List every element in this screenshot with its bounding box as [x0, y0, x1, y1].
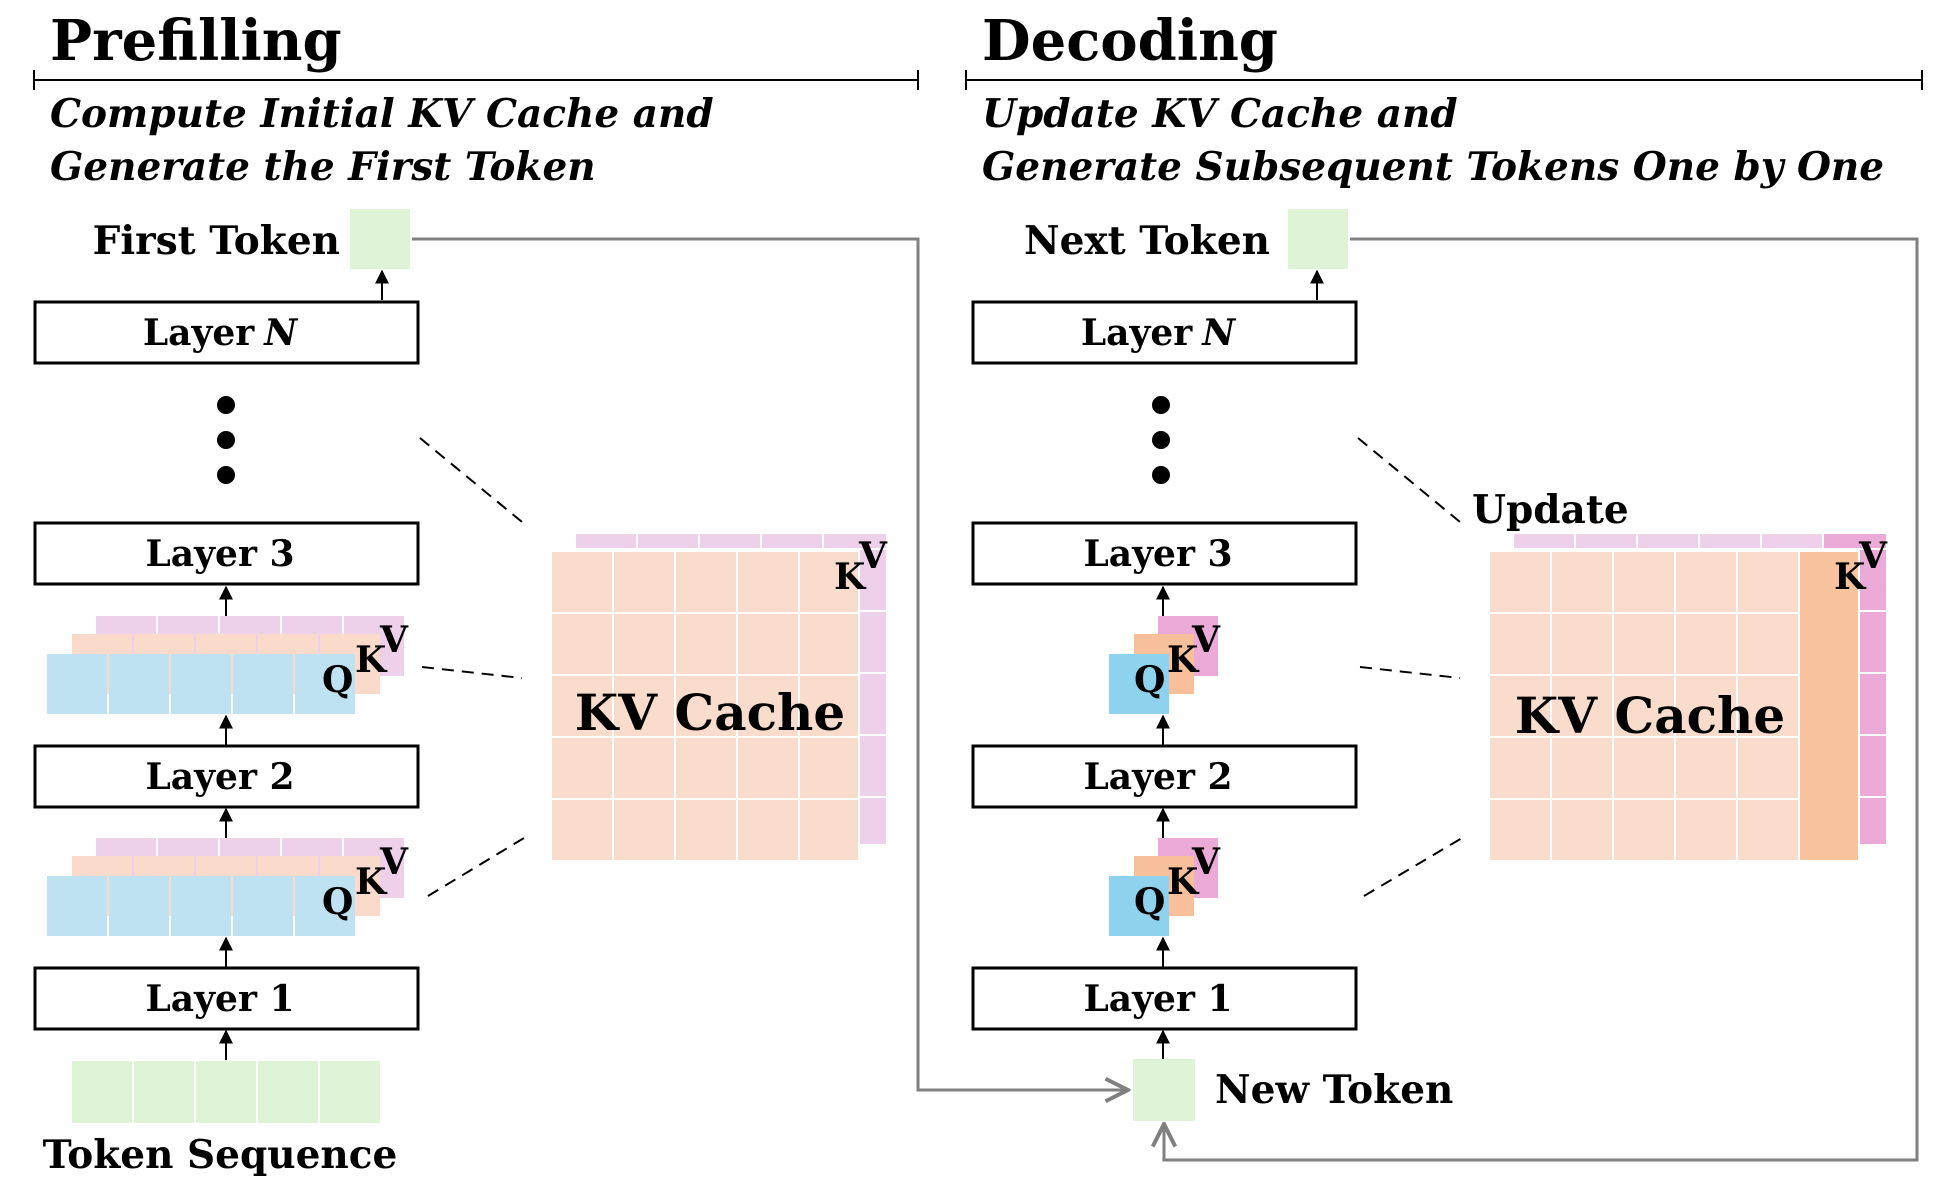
decode-ellipsis	[1152, 396, 1170, 484]
decode-subtitle-line1: Update KV Cache and	[982, 91, 1458, 137]
decode-qkv-single-lower: Q K V	[1109, 838, 1221, 936]
prefill-kv-cache-label: KV Cache	[575, 683, 845, 742]
decode-layer-3-box	[971, 521, 1358, 586]
cache-value-layer	[576, 534, 886, 844]
v-letter: V	[1191, 619, 1221, 661]
prefill-title: Prefilling	[50, 8, 342, 74]
k-letter: K	[355, 639, 388, 681]
prefill-qkv-stack-lower: Q K V	[47, 838, 409, 936]
decode-kv-cache: K V KV Cache	[1490, 534, 1888, 860]
q-letter: Q	[322, 881, 353, 923]
token-sequence-label: Token Sequence	[43, 1132, 398, 1178]
cache-v-letter: V	[1858, 535, 1888, 577]
prefill-layer-2-box	[33, 744, 420, 809]
query-matrix	[47, 876, 355, 936]
prefill-layer-1-box	[33, 966, 420, 1031]
decode-layer-n-prefix: Layer	[1081, 312, 1193, 354]
query-vector	[1109, 654, 1169, 714]
k-letter: K	[1167, 639, 1200, 681]
query-vector	[1109, 876, 1169, 936]
decode-layer-2-label: Layer 2	[1083, 756, 1232, 798]
new-token-label: New Token	[1215, 1067, 1453, 1113]
first-token-to-new-token-arrow	[412, 237, 1128, 1090]
decode-layer-2-box	[971, 744, 1358, 809]
cache-key-grid	[552, 552, 858, 860]
decode-layer-n-var: N	[1201, 312, 1237, 354]
first-token-label: First Token	[93, 218, 340, 264]
next-token-cell	[1288, 209, 1348, 269]
prefill-qkv-stack-upper: Q K V	[47, 616, 409, 714]
prefilling-panel: Prefilling Compute Initial KV Cache and …	[33, 8, 919, 1178]
decode-layer-3-label: Layer 3	[1083, 533, 1232, 575]
next-token-loop-arrow	[1164, 237, 1919, 1162]
next-token-label: Next Token	[1024, 218, 1270, 264]
prefill-layer-1-label: Layer 1	[145, 978, 294, 1020]
v-letter: V	[1191, 841, 1221, 883]
decode-layer-1-label: Layer 1	[1083, 978, 1232, 1020]
cache-k-letter: K	[1834, 556, 1867, 598]
token-sequence-cells	[72, 1061, 380, 1123]
prefill-layer-n-prefix: Layer	[143, 312, 255, 354]
cache-k-letter: K	[834, 556, 867, 598]
prefill-layer-n-box	[33, 300, 420, 365]
q-letter: Q	[322, 659, 353, 701]
decode-layer-1-box	[971, 966, 1358, 1031]
prefill-subtitle-line2: Generate the First Token	[50, 144, 596, 190]
decode-cache-connectors	[1357, 437, 1463, 897]
v-letter: V	[379, 841, 409, 883]
decoding-panel: Decoding Update KV Cache and Generate Su…	[965, 8, 1923, 1121]
decode-qkv-single-upper: Q K V	[1109, 616, 1221, 714]
decode-subtitle-line2: Generate Subsequent Tokens One by One	[982, 144, 1884, 190]
v-letter: V	[379, 619, 409, 661]
decode-header-rule	[965, 70, 1923, 90]
cache-key-grid	[1490, 552, 1798, 860]
decode-kv-cache-label: KV Cache	[1515, 686, 1785, 745]
prefill-layer-3-box	[33, 521, 420, 586]
update-label: Update	[1472, 487, 1629, 533]
q-letter: Q	[1134, 881, 1165, 923]
decode-layer-n-box	[971, 300, 1358, 365]
q-letter: Q	[1134, 659, 1165, 701]
prefill-layer-n-var: N	[263, 312, 299, 354]
cache-value-layer	[1514, 534, 1822, 548]
prefill-kv-cache: K V KV Cache	[552, 534, 888, 860]
cache-value-new-column	[1824, 534, 1886, 844]
prefill-layer-3-label: Layer 3	[145, 533, 294, 575]
new-token-cell	[1133, 1059, 1195, 1121]
prefill-layer-2-label: Layer 2	[145, 756, 294, 798]
k-letter: K	[1167, 861, 1200, 903]
query-matrix	[47, 654, 355, 714]
decode-title: Decoding	[982, 8, 1278, 74]
prefill-cache-connectors	[419, 437, 525, 897]
prefill-subtitle-line1: Compute Initial KV Cache and	[50, 91, 714, 137]
cache-key-new-column	[1800, 552, 1858, 860]
prefill-ellipsis	[217, 396, 235, 484]
first-token-cell	[350, 209, 410, 269]
cache-v-letter: V	[858, 535, 888, 577]
k-letter: K	[355, 861, 388, 903]
prefill-header-rule	[33, 70, 919, 90]
